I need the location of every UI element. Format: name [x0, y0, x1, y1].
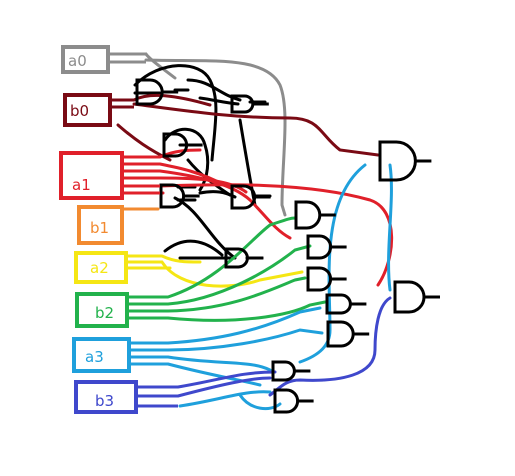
a2-wire [160, 260, 304, 288]
input-box-b0 [63, 93, 112, 127]
a3-wire [178, 390, 272, 408]
and-gate-body [273, 388, 300, 414]
input-block-b1: b1 [77, 205, 158, 245]
a1-wire [158, 169, 292, 240]
b0-wire [132, 94, 212, 107]
and-gate-body [378, 140, 417, 182]
a3-wire [387, 163, 393, 292]
input-block-a2: a2 [74, 251, 162, 284]
and-gate-body [230, 94, 255, 114]
and-gate-body [393, 280, 426, 314]
input-block-a0: a0 [61, 45, 146, 74]
b3-wire [268, 296, 392, 397]
input-label-a2: a2 [90, 259, 109, 277]
input-box-a1 [59, 151, 124, 200]
and-gate-body [294, 200, 322, 230]
a3-wire [238, 393, 282, 411]
internal-wire [198, 96, 240, 106]
a1-wire [158, 183, 394, 287]
input-block-b0: b0 [63, 93, 134, 127]
a0-wire [144, 52, 177, 80]
and-gate [326, 320, 370, 348]
input-block-a1: a1 [59, 151, 160, 200]
and-gate [378, 140, 432, 182]
input-blocks: a0 b0 a1 b1 a2 [59, 45, 178, 414]
internal-wire [133, 64, 218, 162]
wires [116, 52, 394, 411]
input-label-b2: b2 [95, 304, 114, 322]
input-label-b0: b0 [70, 102, 89, 120]
and-gate-body [159, 183, 186, 209]
a3-wire [298, 163, 367, 364]
input-block-b3: b3 [74, 380, 178, 414]
input-block-a3: a3 [72, 337, 168, 373]
and-gate [224, 247, 264, 269]
a3-wire [166, 362, 262, 387]
and-gate [159, 183, 200, 209]
and-gate-body [271, 360, 296, 382]
and-gate-body [306, 266, 333, 292]
a1-wire [158, 162, 226, 187]
and-gate [294, 200, 336, 230]
and-gate [135, 78, 179, 106]
and-gate [230, 184, 271, 210]
input-box-b1 [77, 205, 124, 245]
b2-wire [166, 276, 307, 313]
input-block-b2: b2 [75, 292, 168, 328]
and-gate-body [230, 184, 257, 210]
input-label-b3: b3 [95, 392, 114, 410]
and-gate [230, 94, 269, 114]
and-gate [325, 293, 367, 315]
a3-wire [166, 355, 272, 372]
input-label-a3: a3 [85, 348, 104, 366]
and-gate-body [162, 132, 189, 158]
input-label-b1: b1 [90, 219, 109, 237]
a3-wire [166, 306, 322, 345]
and-gate-body [325, 293, 352, 315]
and-gate-body [326, 320, 355, 348]
input-box-a0 [61, 45, 110, 74]
and-gate [162, 132, 203, 158]
gates [135, 78, 440, 414]
and-gate [273, 388, 314, 414]
b3-wire [176, 376, 272, 398]
and-gate [393, 280, 440, 314]
input-box-a3 [72, 337, 131, 373]
and-gate-body [306, 234, 333, 260]
internal-wire [163, 239, 224, 257]
b0-wire [132, 102, 380, 157]
a2-wire [160, 254, 202, 264]
a0-wire [144, 58, 287, 217]
and-gate [306, 234, 347, 260]
internal-wire [186, 78, 242, 102]
internal-wire [198, 190, 237, 199]
input-label-a0: a0 [68, 52, 87, 70]
b2-wire [166, 300, 327, 322]
b2-wire [166, 244, 312, 306]
and-gate-body [135, 78, 164, 106]
b3-wire [176, 370, 277, 389]
input-label-a1: a1 [72, 176, 91, 194]
a3-wire [166, 328, 324, 352]
and-gate [306, 266, 347, 292]
and-gate [271, 360, 311, 382]
b2-wire [166, 216, 297, 299]
and-gate-body [224, 247, 249, 269]
